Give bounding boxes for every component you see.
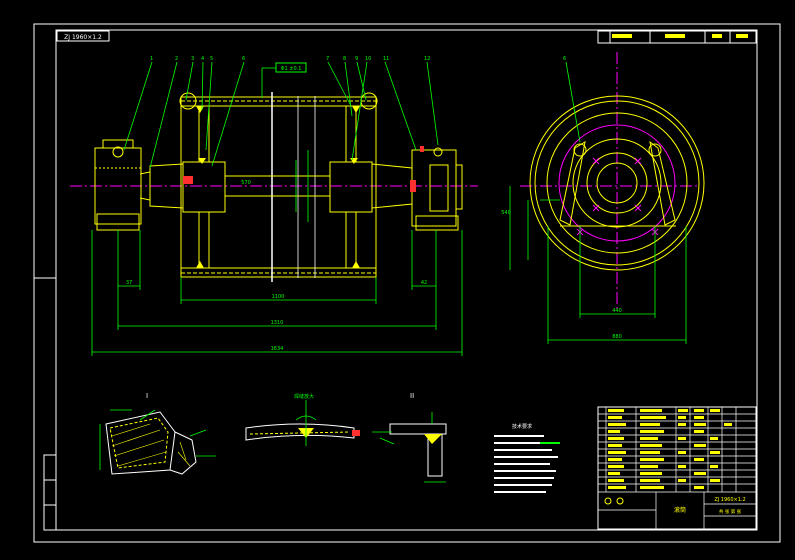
svg-text:焊缝放大: 焊缝放大: [294, 393, 314, 400]
svg-text:9: 9: [355, 56, 358, 62]
outer-frame: [33, 23, 781, 543]
svg-text:880: 880: [612, 334, 622, 340]
svg-text:II: II: [410, 392, 414, 400]
detail-view-2: 焊缝放大: [245, 393, 360, 446]
svg-text:ZJ 1960×1.2: ZJ 1960×1.2: [64, 34, 102, 41]
top-right-table: [597, 30, 757, 44]
svg-text:共 张 第 张: 共 张 第 张: [719, 508, 742, 515]
svg-text:2: 2: [175, 56, 178, 62]
stamp-top-left: ZJ 1960×1.2: [56, 30, 110, 42]
detail-view-3: II: [372, 392, 447, 483]
svg-text:570: 570: [241, 180, 251, 186]
svg-text:1634: 1634: [271, 346, 284, 352]
svg-text:1100: 1100: [272, 294, 285, 300]
svg-text:滚筒: 滚筒: [674, 506, 686, 514]
svg-text:1310: 1310: [271, 320, 284, 326]
svg-text:技术要求: 技术要求: [512, 423, 532, 430]
svg-text:1: 1: [150, 56, 153, 62]
title-block: 滚筒 ZJ 1960×1.2 共 张 第 张: [597, 406, 757, 530]
detail-view-1: I: [99, 392, 216, 475]
svg-text:ZJ 1960×1.2: ZJ 1960×1.2: [714, 497, 745, 503]
svg-text:42: 42: [421, 280, 427, 286]
svg-text:5: 5: [210, 56, 213, 62]
svg-text:11: 11: [383, 56, 389, 62]
front-view: 1 2 3 4 5 6 7 8 9 10 11 12 Φ1 ±0.1: [70, 56, 478, 356]
margin-box: [43, 454, 57, 531]
side-view: 6 540 440 880: [501, 52, 705, 344]
svg-text:3: 3: [191, 56, 194, 62]
svg-text:Φ1 ±0.1: Φ1 ±0.1: [281, 66, 302, 72]
right-bearing-housing: [411, 149, 457, 227]
svg-text:540: 540: [501, 210, 511, 216]
svg-text:7: 7: [326, 56, 329, 62]
svg-text:12: 12: [424, 56, 430, 62]
svg-text:6: 6: [563, 56, 566, 62]
svg-text:10: 10: [365, 56, 371, 62]
svg-text:I: I: [146, 392, 148, 400]
technical-notes: 技术要求: [494, 423, 560, 493]
svg-text:4: 4: [201, 56, 204, 62]
svg-text:37: 37: [126, 280, 132, 286]
inner-frame: [55, 29, 758, 531]
svg-text:8: 8: [343, 56, 346, 62]
svg-text:6: 6: [242, 56, 245, 62]
svg-text:440: 440: [612, 308, 622, 314]
